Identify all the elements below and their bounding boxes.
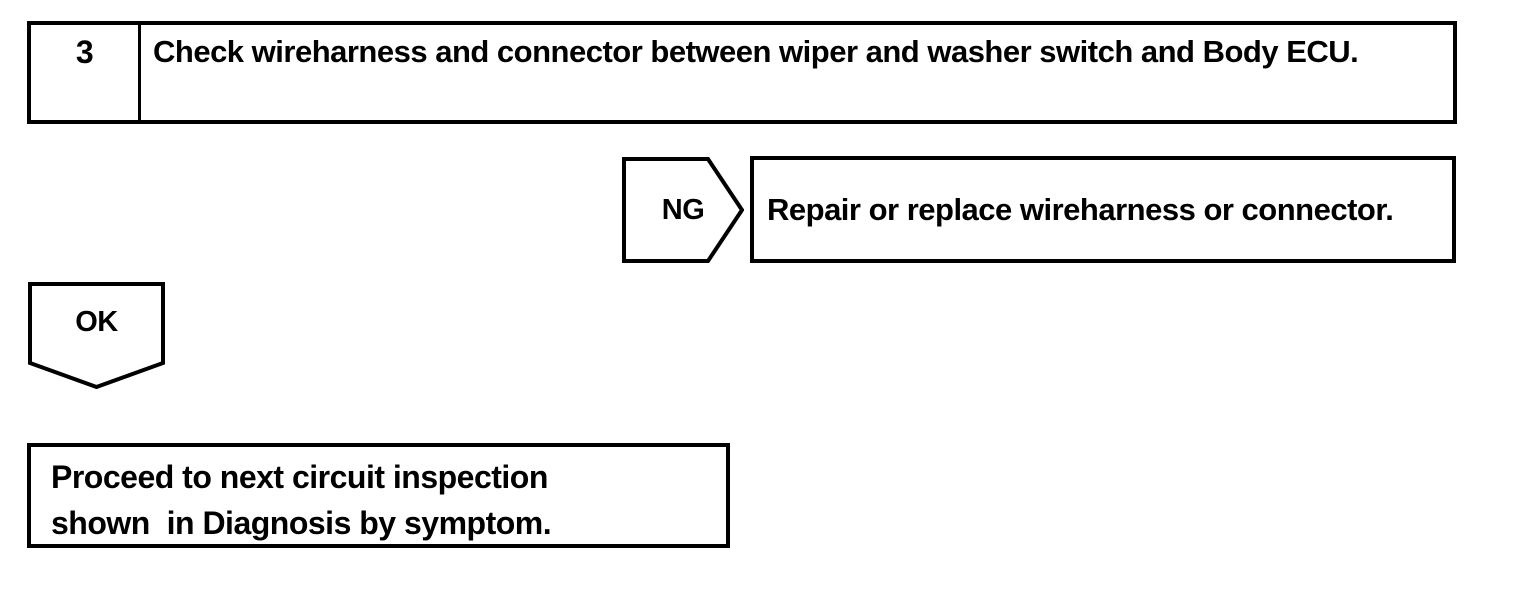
ng-action-box: Repair or replace wireharness or connect… xyxy=(750,156,1456,263)
ok-connector: OK xyxy=(28,282,165,389)
step-instruction-text: Check wireharness and connector between … xyxy=(153,34,1359,69)
ng-connector-label: NG xyxy=(661,193,705,226)
ng-action-text: Repair or replace wireharness or connect… xyxy=(767,191,1394,227)
ng-pentagon-shape xyxy=(622,157,744,263)
ok-pentagon-shape xyxy=(28,282,165,389)
step-box: 3 Check wireharness and connector betwee… xyxy=(27,21,1457,124)
ng-connector: NG xyxy=(622,157,744,263)
ok-action-box: Proceed to next circuit inspection shown… xyxy=(27,443,730,548)
ok-connector-label: OK xyxy=(75,306,118,338)
step-number: 3 xyxy=(31,25,141,120)
